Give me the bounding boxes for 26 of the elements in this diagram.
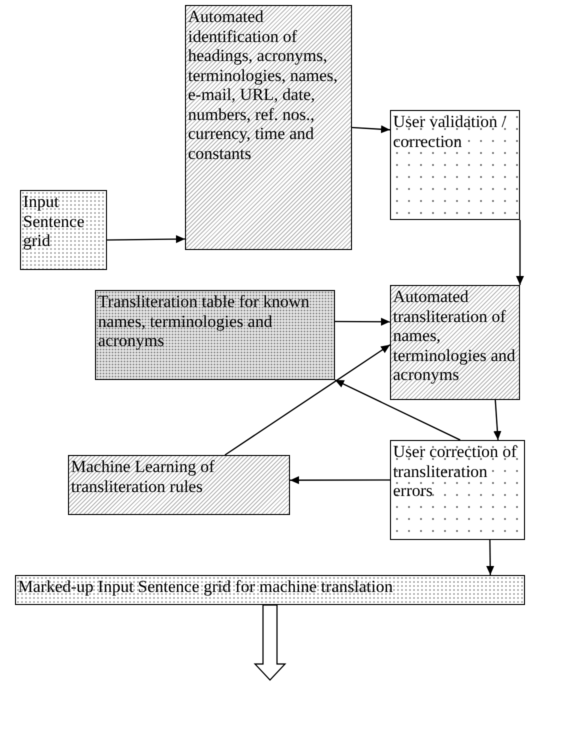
- arrow: [516, 220, 524, 285]
- box-text: Automated identification of headings, acronyms, terminologies, names, e-mail, URL, date, numbers, ref. nos., currency, time and constants: [188, 7, 339, 164]
- box-text: Marked-up Input Sentence grid for machine translation: [18, 577, 394, 597]
- process-box: [68, 455, 290, 515]
- arrow: [290, 476, 390, 484]
- arrow: [493, 400, 502, 440]
- arrow: [352, 125, 390, 134]
- box-text: Input Sentence grid: [23, 192, 86, 251]
- process-box: [15, 575, 525, 605]
- arrow: [224, 344, 390, 456]
- box-text: Machine Learning of transliteration rules: [71, 457, 216, 496]
- block-arrow: [254, 604, 286, 681]
- process-box: [185, 5, 352, 250]
- arrow: [335, 318, 390, 326]
- box-text: Automated transliteration of names, terminologies and acronyms: [393, 287, 516, 385]
- process-box: [390, 440, 525, 540]
- process-box: [390, 285, 520, 400]
- arrow: [486, 540, 494, 575]
- box-text: User validation / correction: [393, 112, 508, 152]
- arrow: [107, 235, 185, 244]
- process-box: [95, 290, 335, 380]
- box-text: Transliteration table for known names, terminologies and acronyms: [98, 292, 310, 351]
- process-box: [390, 110, 520, 220]
- arrow: [334, 379, 460, 441]
- box-text: User correction of transliteration errors: [393, 442, 518, 501]
- process-box: [20, 190, 107, 270]
